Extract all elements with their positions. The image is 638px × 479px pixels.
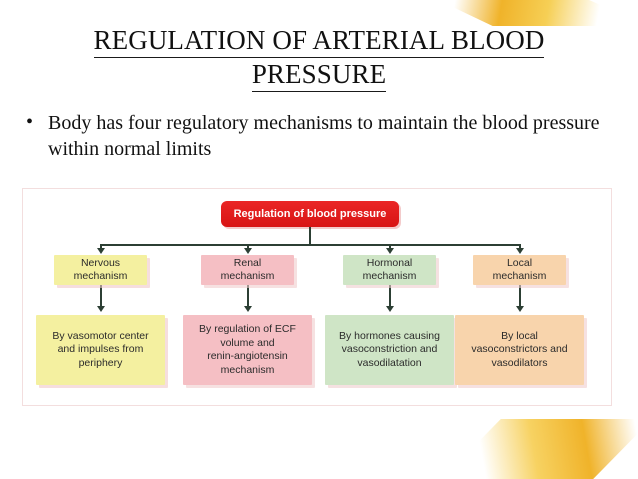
connector-drop xyxy=(247,244,249,250)
connector-horizontal-bus xyxy=(100,244,519,246)
description-line-2: volume and xyxy=(220,336,275,349)
description-line-2: vasoconstriction and xyxy=(341,343,438,356)
deco-gold-wedge-icon xyxy=(438,0,638,26)
connector-drop xyxy=(389,244,391,250)
description-line-4: mechanism xyxy=(220,363,275,376)
page-title-line-2: PRESSURE xyxy=(251,58,387,92)
description-line-2: and impulses from xyxy=(57,343,144,356)
connector-arrow-icon xyxy=(386,306,394,312)
description-line-3: periphery xyxy=(78,356,123,369)
connector-link xyxy=(247,285,249,307)
connector-drop xyxy=(100,244,102,250)
bullet-marker-icon: • xyxy=(26,111,34,133)
connector-arrow-icon xyxy=(244,248,252,254)
description-node-nervous: By vasomotor center and impulses from pe… xyxy=(36,315,165,385)
description-line-1: By hormones causing xyxy=(339,329,440,342)
description-line-1: By regulation of ECF xyxy=(199,323,296,335)
mechanism-node-hormonal: Hormonal mechanism xyxy=(343,255,436,285)
mechanism-label-line-2: mechanism xyxy=(362,270,417,282)
mechanism-label-line-1: Renal xyxy=(233,257,262,269)
bullet-item-text: Body has four regulatory mechanisms to m… xyxy=(48,112,600,160)
description-line-2: vasoconstrictors and xyxy=(471,343,568,356)
connector-link xyxy=(389,285,391,307)
description-line-3: renin-angiotensin xyxy=(207,350,288,362)
flowchart-root-node: Regulation of blood pressure xyxy=(221,201,399,227)
connector-arrow-icon xyxy=(244,306,252,312)
connector-arrow-icon xyxy=(386,248,394,254)
connector-arrow-icon xyxy=(516,248,524,254)
description-node-hormonal: By hormones causing vasoconstriction and… xyxy=(325,315,454,385)
mechanism-node-local: Local mechanism xyxy=(473,255,566,285)
deco-gold-wedge-icon xyxy=(442,419,638,479)
mechanism-label-line-1: Hormonal xyxy=(366,257,413,269)
description-node-local: By local vasoconstrictors and vasodilato… xyxy=(455,315,584,385)
slide-decoration-bottom xyxy=(0,419,638,479)
mechanism-node-nervous: Nervous mechanism xyxy=(54,255,147,285)
mechanism-label-line-1: Nervous xyxy=(80,257,121,269)
mechanism-node-renal: Renal mechanism xyxy=(201,255,294,285)
connector-drop xyxy=(519,244,521,250)
description-line-3: vasodilators xyxy=(491,356,548,369)
mechanism-label-line-2: mechanism xyxy=(492,270,547,282)
bullet-list-item: • Body has four regulatory mechanisms to… xyxy=(26,110,612,162)
mechanism-label-line-2: mechanism xyxy=(73,270,128,282)
mechanism-label-line-1: Local xyxy=(506,257,533,269)
connector-arrow-icon xyxy=(516,306,524,312)
flowchart-diagram: Regulation of blood pressure Nervous mec… xyxy=(22,188,612,406)
description-line-3: vasodilatation xyxy=(357,356,422,369)
page-title-line-1: REGULATION OF ARTERIAL BLOOD xyxy=(93,24,545,58)
description-line-1: By vasomotor center xyxy=(52,329,149,342)
connector-root-stem xyxy=(309,227,311,244)
connector-arrow-icon xyxy=(97,248,105,254)
connector-arrow-icon xyxy=(97,306,105,312)
mechanism-label-line-2: mechanism xyxy=(220,270,275,282)
description-line-1: By local xyxy=(501,329,538,342)
connector-link xyxy=(519,285,521,307)
connector-link xyxy=(100,285,102,307)
description-node-renal: By regulation of ECF volume and renin-an… xyxy=(183,315,312,385)
page-title: REGULATION OF ARTERIAL BLOOD PRESSURE xyxy=(0,24,638,92)
slide-decoration-top xyxy=(0,0,638,26)
